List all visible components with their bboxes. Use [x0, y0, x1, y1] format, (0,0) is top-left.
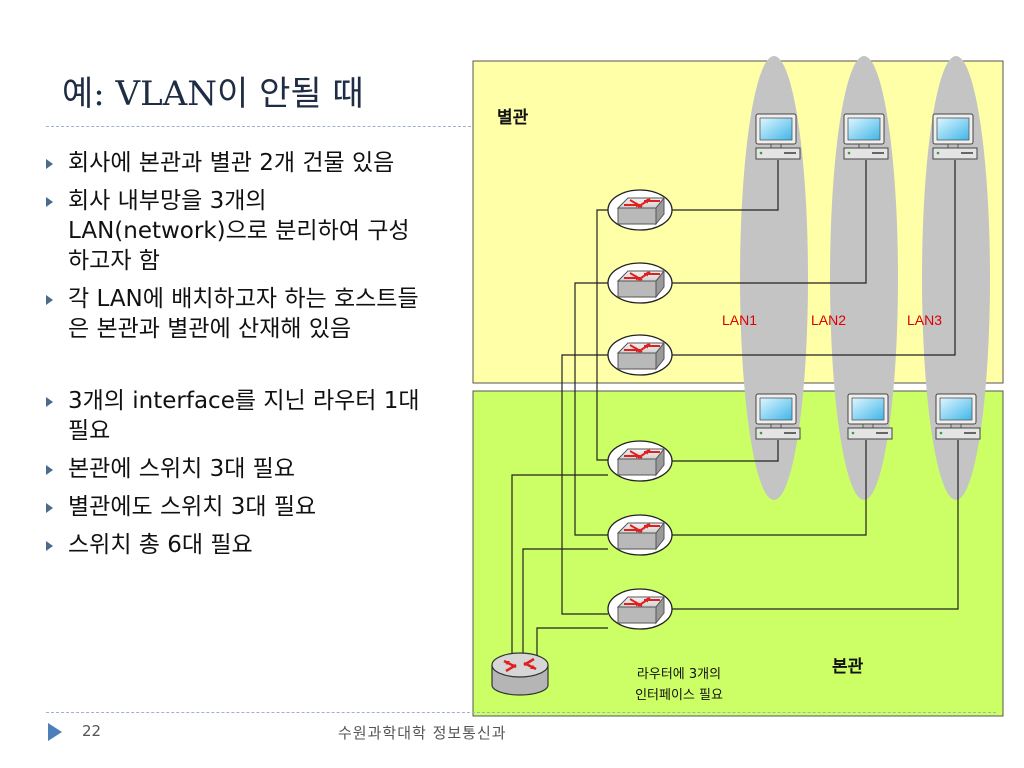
footer-text: 수원과학대학 정보통신과 [338, 724, 507, 742]
bullet-item: 각 LAN에 배치하고자 하는 호스트들은 본관과 별관에 산재해 있음 [44, 284, 424, 344]
lan-label: LAN1 [722, 312, 757, 328]
computer-icon [935, 393, 981, 440]
computer-icon [847, 393, 893, 440]
bullet-list: 회사에 본관과 별관 2개 건물 있음 회사 내부망을 3개의 LAN(netw… [44, 148, 424, 568]
bullet-arrow-icon [46, 159, 53, 169]
computer-icon [755, 393, 801, 440]
switch-icon [607, 334, 673, 376]
lan-label: LAN3 [907, 312, 942, 328]
annex-label: 별관 [497, 108, 529, 128]
bullet-arrow-icon [46, 503, 53, 513]
main-building-area [472, 390, 1004, 717]
lan1-ellipse [740, 56, 808, 500]
computer-icon [755, 113, 801, 160]
switch-icon [607, 588, 673, 630]
bullet-item: 본관에 스위치 3대 필요 [44, 454, 424, 484]
computer-icon [843, 113, 889, 160]
switch-icon [607, 262, 673, 304]
bullet-arrow-icon [46, 295, 53, 305]
router-icon [491, 652, 549, 696]
bullet-arrow-icon [46, 541, 53, 551]
page-number: 22 [82, 722, 102, 740]
bullet-item: 별관에도 스위치 3대 필요 [44, 492, 424, 522]
bullet-arrow-icon [46, 465, 53, 475]
bullet-arrow-icon [46, 397, 53, 407]
router-note-line1: 라우터에 3개의 [637, 667, 721, 682]
switch-icon [607, 514, 673, 556]
lan3-ellipse [922, 56, 990, 500]
slide-title: 예: VLAN이 안될 때 [62, 74, 364, 114]
title-divider [46, 126, 471, 127]
bullet-arrow-icon [46, 197, 53, 207]
router-note-line2: 인터페이스 필요 [635, 688, 723, 703]
lan-label: LAN2 [811, 312, 846, 328]
page-marker-icon [48, 723, 62, 741]
computer-icon [932, 113, 978, 160]
bullet-item: 회사에 본관과 별관 2개 건물 있음 [44, 148, 424, 178]
bullet-item: 스위치 총 6대 필요 [44, 530, 424, 560]
bullet-item: 회사 내부망을 3개의 LAN(network)으로 분리하여 구성하고자 함 [44, 186, 424, 276]
switch-icon [607, 440, 673, 482]
lan2-ellipse [830, 56, 898, 500]
switch-icon [607, 189, 673, 231]
main-building-label: 본관 [832, 657, 864, 677]
network-cables [511, 160, 959, 660]
footer-divider [46, 712, 996, 713]
bullet-item: 3개의 interface를 지닌 라우터 1대 필요 [44, 386, 424, 446]
annex-building-area [472, 60, 1004, 384]
